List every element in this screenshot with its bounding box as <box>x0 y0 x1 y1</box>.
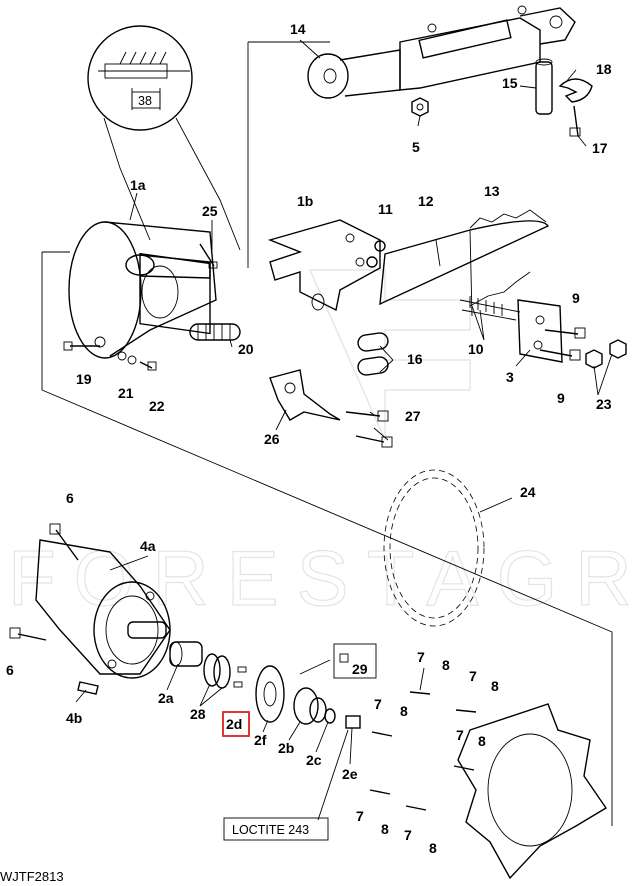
sprocket-ring-24 <box>383 469 485 627</box>
callout-27: 27 <box>405 408 421 424</box>
nuts-23 <box>585 339 627 369</box>
callout-8-c: 8 <box>400 703 408 719</box>
callout-7-d: 7 <box>456 727 464 743</box>
callout-6-upper: 6 <box>66 490 74 506</box>
callout-2b: 2b <box>278 740 294 756</box>
callout-7-c: 7 <box>374 696 382 712</box>
callout-12: 12 <box>418 193 434 209</box>
callout-6-lower: 6 <box>6 662 14 678</box>
motor-housing-1a <box>68 221 217 359</box>
callout-2c: 2c <box>306 752 322 768</box>
bolt-17 <box>569 105 581 137</box>
lever-26 <box>269 369 341 421</box>
orings-16 <box>357 332 389 376</box>
loctite-label: LOCTITE 243 <box>232 823 309 837</box>
highlight-box-2d <box>222 711 250 737</box>
bracket-1b <box>267 219 381 312</box>
callout-16: 16 <box>407 351 423 367</box>
callout-3: 3 <box>506 369 514 385</box>
callout-7-b: 7 <box>469 668 477 684</box>
loctite-note: LOCTITE 243 <box>223 817 329 841</box>
assembly-frames <box>41 41 613 826</box>
callout-23: 23 <box>596 396 612 412</box>
pin-2d <box>233 666 247 688</box>
callout-2e: 2e <box>342 766 358 782</box>
callout-7-a: 7 <box>417 649 425 665</box>
watermark-text: FORESTAGRI <box>8 534 641 622</box>
callout-8-a: 8 <box>442 657 450 673</box>
callout-25: 25 <box>202 203 218 219</box>
hydraulic-cylinder <box>307 5 576 99</box>
callout-15: 15 <box>502 75 518 91</box>
callout-19: 19 <box>76 371 92 387</box>
callout-7-e: 7 <box>356 808 364 824</box>
bolt-25 <box>199 243 218 269</box>
callout-7-f: 7 <box>404 827 412 843</box>
note-29 <box>333 643 377 679</box>
washers-11 <box>366 240 386 268</box>
thread-lock-pointer <box>299 659 349 821</box>
callout-20: 20 <box>238 341 254 357</box>
detail-magnifier: 38 <box>87 25 241 251</box>
callout-10: 10 <box>468 341 484 357</box>
bolt-6-upper <box>49 523 79 561</box>
plate-3 <box>517 299 563 363</box>
callout-8-f: 8 <box>429 840 437 856</box>
callout-1a: 1a <box>130 177 146 193</box>
callout-29: 29 <box>352 661 368 677</box>
callout-2a: 2a <box>158 690 174 706</box>
screw-19 <box>63 341 100 351</box>
callout-8-b: 8 <box>491 678 499 694</box>
flange-2f <box>255 665 285 723</box>
saw-chain-13 <box>469 209 547 307</box>
callout-18: 18 <box>596 61 612 77</box>
spring-20 <box>189 323 241 341</box>
leader-lines <box>75 39 613 765</box>
washers-21 <box>117 351 137 365</box>
clip-18 <box>558 78 593 103</box>
cone-2b <box>293 687 327 725</box>
chain-bar-12 <box>379 220 550 317</box>
callout-14: 14 <box>290 21 306 37</box>
callout-8-e: 8 <box>381 821 389 837</box>
callout-8-d: 8 <box>478 733 486 749</box>
key-4b <box>77 681 99 695</box>
callout-9-lower: 9 <box>557 390 565 406</box>
callout-9-upper: 9 <box>572 290 580 306</box>
callout-4a: 4a <box>140 538 156 554</box>
pin-15 <box>535 58 553 115</box>
callout-17: 17 <box>592 140 608 156</box>
bolt-22 <box>139 361 157 371</box>
watermark-logo <box>308 269 471 441</box>
callout-2d: 2d <box>226 716 242 732</box>
hydraulic-motor-4a <box>35 539 171 679</box>
hub-2a <box>169 641 203 667</box>
callout-24: 24 <box>520 484 536 500</box>
detail-dimension: 38 <box>138 94 152 108</box>
bolts-9 <box>539 327 586 361</box>
bolts-7 <box>369 691 477 811</box>
callout-22: 22 <box>149 398 165 414</box>
callout-26: 26 <box>264 431 280 447</box>
callout-28: 28 <box>190 706 206 722</box>
callout-1b: 1b <box>297 193 313 209</box>
washer-2c <box>324 708 336 724</box>
callout-11: 11 <box>378 201 393 217</box>
rings-28 <box>203 653 231 689</box>
screws-27 <box>345 410 393 448</box>
callout-labels: 14 15 18 5 17 1a 25 1b 11 12 13 9 10 3 9… <box>6 21 612 856</box>
drawing-code: WJTF2813 <box>0 869 64 884</box>
callout-13: 13 <box>484 183 500 199</box>
sprocket-plate <box>457 703 607 880</box>
callout-4b: 4b <box>66 710 82 726</box>
nut-2e <box>345 715 361 729</box>
bolt-6-lower <box>9 627 47 641</box>
watermark: FORESTAGRI <box>7 269 641 623</box>
springs-10 <box>459 296 521 321</box>
callout-5: 5 <box>412 139 420 155</box>
callout-2f: 2f <box>254 732 267 748</box>
callout-21: 21 <box>118 385 134 401</box>
nut-5 <box>411 97 429 117</box>
